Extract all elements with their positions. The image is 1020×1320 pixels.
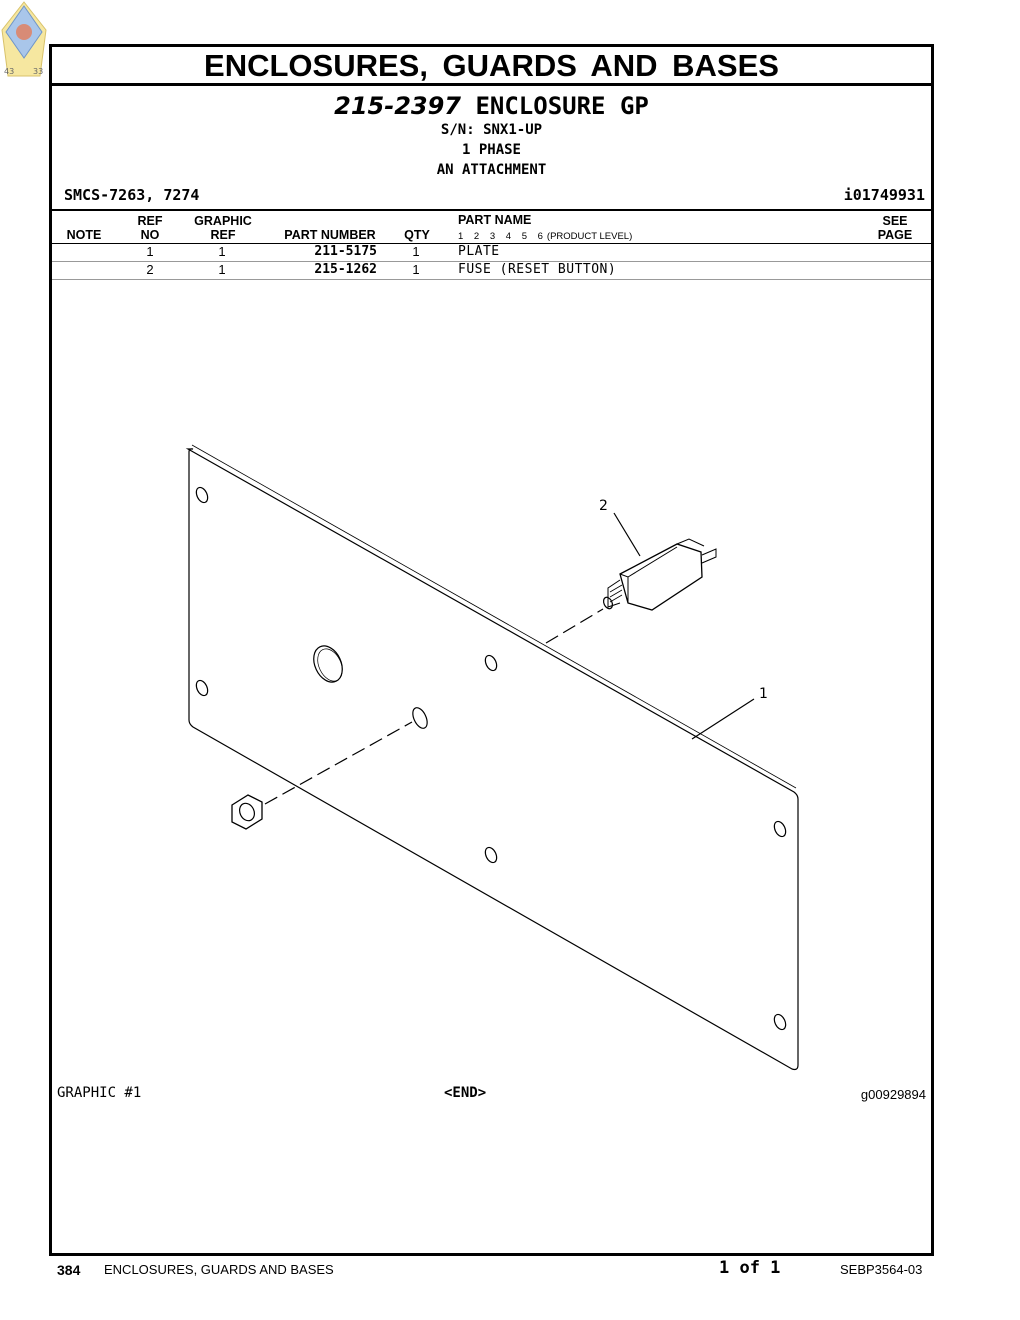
group-number: 215-2397 [334, 92, 461, 120]
logo-number-left: 43 [4, 67, 14, 76]
graphic-id: g00929894 [860, 1087, 926, 1102]
col-graphic-ref-line2: REF [210, 228, 236, 242]
doc-number: SEBP3564-03 [840, 1262, 923, 1277]
end-marker: <END> [444, 1085, 487, 1101]
mount-hole [773, 1013, 787, 1031]
col-qty: QTY [404, 228, 430, 242]
table-row: 2 1 215-1262 1 FUSE (RESET BUTTON) [52, 261, 931, 279]
col-ref-no-line2: NO [140, 228, 160, 242]
product-level-label: (PRODUCT LEVEL) [546, 231, 633, 242]
col-see-page: SEE PAGE [870, 214, 920, 242]
plate-edge [191, 444, 797, 789]
quantity: 1 [412, 262, 420, 277]
ref-no: 2 [146, 262, 154, 277]
table-rule-top [52, 243, 931, 244]
callout-2: 2 [599, 498, 608, 514]
col-graphic-ref: GRAPHIC REF [188, 214, 258, 242]
graphic-ref: 1 [218, 262, 226, 277]
callout-1: 1 [759, 686, 768, 702]
hex-nut [231, 794, 263, 830]
table-row-divider [52, 261, 931, 262]
mount-hole [773, 820, 787, 838]
publisher-logo: 43 33 [1, 1, 47, 77]
section-title: ENCLOSURES, GUARDS AND BASES [52, 47, 931, 86]
graphic-label: GRAPHIC #1 [57, 1085, 142, 1101]
part-number: 215-1262 [314, 262, 377, 277]
parts-illustration: 2 1 [185, 444, 799, 1071]
table-rule-bottom [52, 279, 931, 280]
col-part-number: PART NUMBER [284, 228, 376, 242]
mount-hole [484, 846, 498, 864]
assembly-line [264, 721, 413, 805]
table-row: 1 1 211-5175 1 PLATE [52, 243, 931, 261]
header-rule [52, 209, 931, 211]
fuse-hole [412, 707, 428, 729]
product-levels: 1 2 3 4 5 6(PRODUCT LEVEL) [458, 231, 632, 242]
callout-leader-2 [613, 512, 641, 557]
serial-number: S/N: SNX1-UP [440, 122, 543, 138]
attachment-label: AN ATTACHMENT [436, 162, 547, 178]
col-part-name: PART NAME [458, 213, 532, 227]
graphic-ref: 1 [218, 244, 226, 259]
assembly-line [545, 608, 604, 644]
page-frame: ENCLOSURES, GUARDS AND BASES 215-2397 EN… [49, 44, 934, 1256]
quantity: 1 [412, 244, 420, 259]
mount-hole [484, 654, 498, 672]
smcs-code: SMCS-7263, 7274 [64, 186, 200, 204]
page-number: 384 [57, 1262, 81, 1278]
large-hole [313, 645, 343, 683]
col-ref-no-line1: REF [137, 214, 163, 228]
fuse-body [619, 543, 703, 611]
col-ref-no: REF NO [130, 214, 170, 242]
reset-button [602, 596, 614, 610]
col-see-page-line2: PAGE [877, 228, 913, 242]
illustration-id: i01749931 [843, 186, 925, 204]
page-of: 1 of 1 [719, 1258, 781, 1278]
callout-leader-1 [691, 698, 755, 740]
group-heading: 215-2397 ENCLOSURE GP [52, 92, 931, 120]
col-graphic-ref-line1: GRAPHIC [194, 214, 252, 228]
level-numbers: 1 2 3 4 5 6 [458, 231, 543, 242]
footer-title: ENCLOSURES, GUARDS AND BASES [104, 1262, 334, 1277]
part-name: PLATE [458, 244, 500, 259]
col-see-page-line1: SEE [882, 214, 908, 228]
ref-no: 1 [146, 244, 154, 259]
part-name: FUSE (RESET BUTTON) [458, 262, 617, 277]
part-number: 211-5175 [314, 244, 377, 259]
group-name: ENCLOSURE GP [475, 92, 649, 120]
mount-hole [195, 679, 209, 697]
mount-hole [195, 486, 209, 504]
logo-number-right: 33 [33, 67, 43, 76]
col-note: NOTE [66, 228, 102, 242]
phase-label: 1 PHASE [461, 142, 521, 158]
plate-outline [185, 448, 799, 1071]
